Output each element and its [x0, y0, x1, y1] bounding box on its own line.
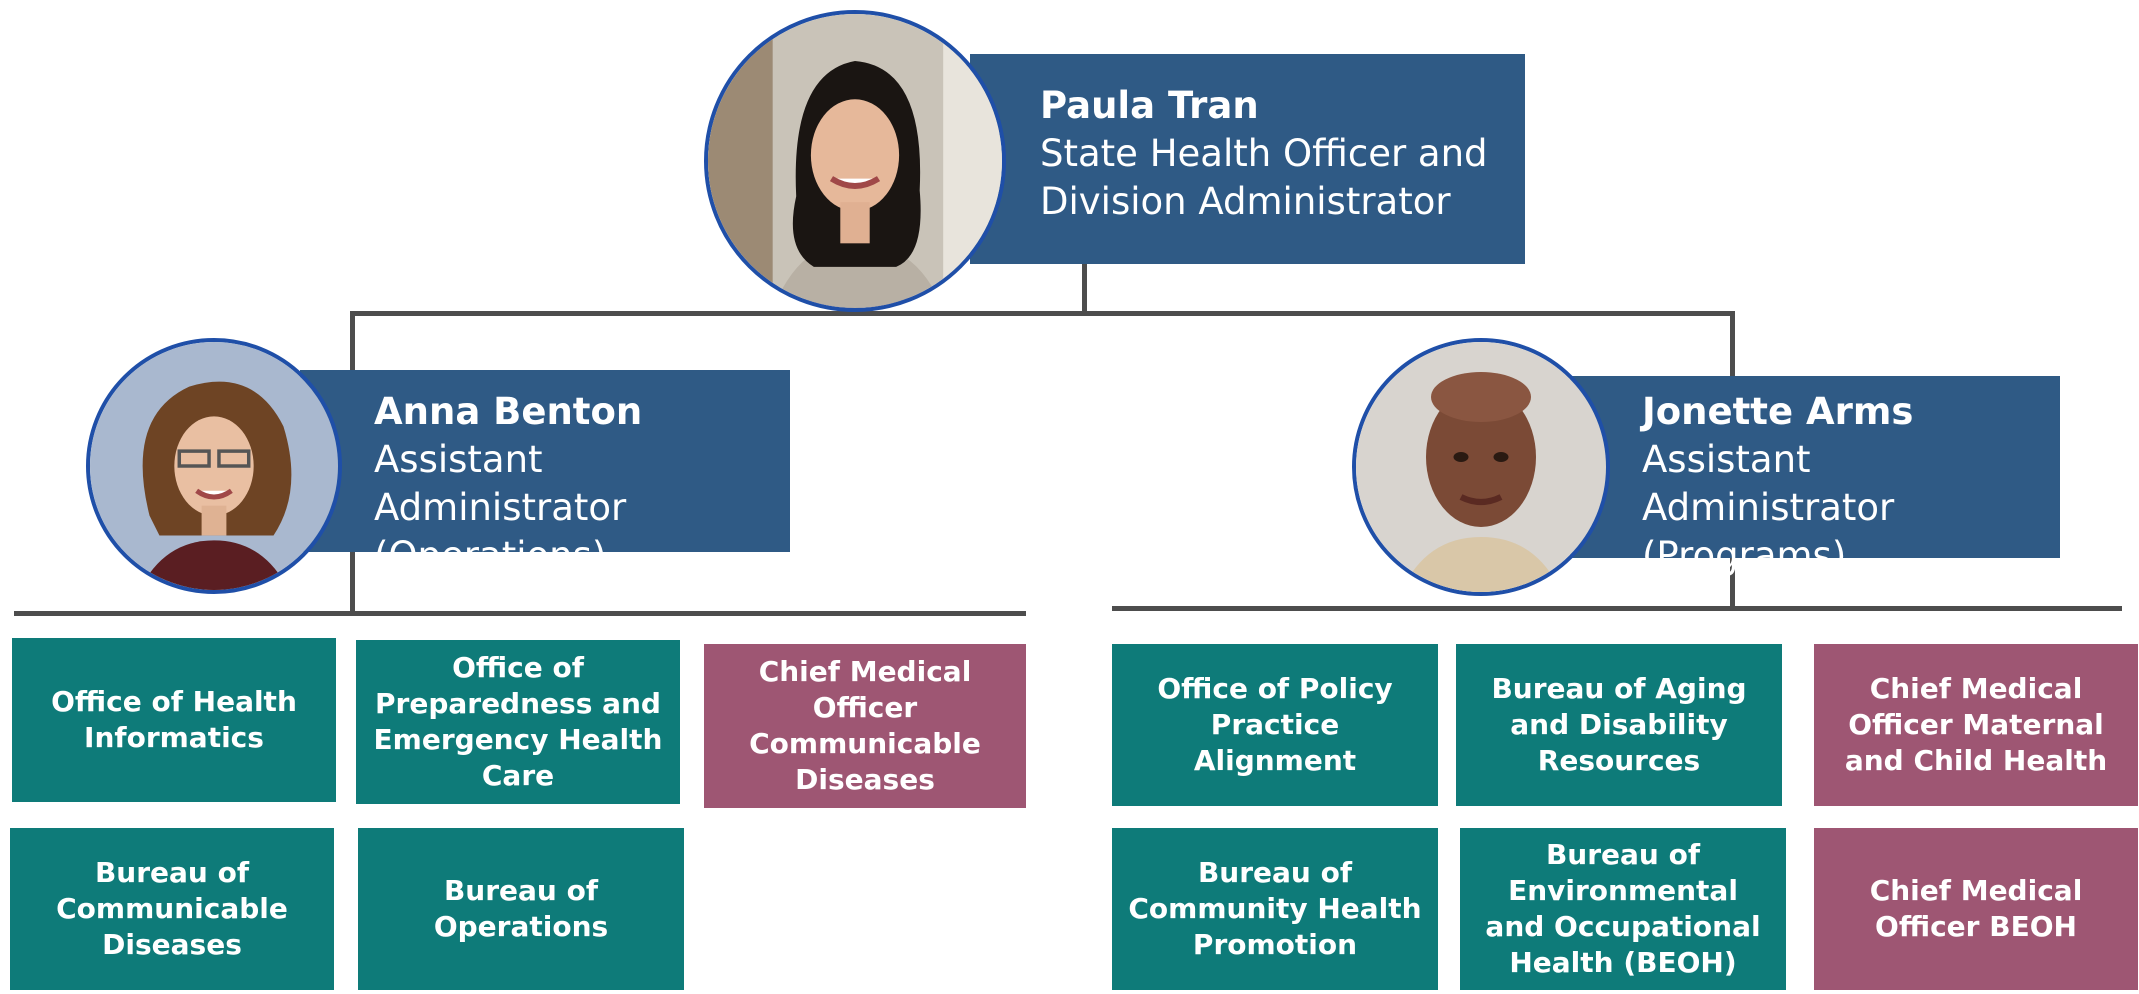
leader-title-line1: State Health Officer and [1040, 132, 1488, 175]
unit-box: Office of Preparedness and Emergency Hea… [356, 640, 680, 804]
leader-title-line2: (Programs) [1642, 534, 1847, 577]
unit-box: Bureau of Aging and Disability Resources [1456, 644, 1782, 806]
unit-box: Bureau of Operations [358, 828, 684, 990]
connector-top-stem [1082, 262, 1087, 314]
leader-card-left: Anna Benton Assistant Administrator (Ope… [300, 370, 790, 577]
unit-box: Bureau of Environmental and Occupational… [1460, 828, 1786, 990]
connector-left-stem [350, 552, 355, 614]
avatar-top [704, 10, 1006, 312]
medical-officer-box: Chief Medical Officer Communicable Disea… [704, 644, 1026, 808]
connector-right-bar [1112, 606, 2122, 611]
connector-right-stem [1730, 557, 1735, 611]
unit-box: Bureau of Communicable Diseases [10, 828, 334, 990]
leader-card-right: Jonette Arms Assistant Administrator (Pr… [1570, 376, 2060, 577]
leader-title-line2: (Operations) [374, 534, 607, 577]
leader-title-line2: Division Administrator [1040, 180, 1451, 223]
connector-left-bar [14, 611, 1026, 616]
connector-left-drop [350, 311, 355, 373]
leader-title-line1: Assistant Administrator [1642, 438, 1895, 529]
medical-officer-box: Chief Medical Officer Maternal and Child… [1814, 644, 2138, 806]
leader-title-line1: Assistant Administrator [374, 438, 627, 529]
leader-name: Anna Benton [374, 390, 643, 433]
unit-box: Bureau of Community Health Promotion [1112, 828, 1438, 990]
unit-box: Office of Health Informatics [12, 638, 336, 802]
connector-top-horizontal [352, 311, 1734, 316]
avatar-left [86, 338, 342, 594]
leader-name: Paula Tran [1040, 84, 1259, 127]
unit-box: Office of Policy Practice Alignment [1112, 644, 1438, 806]
leader-name: Jonette Arms [1642, 390, 1914, 433]
avatar-right [1352, 338, 1610, 596]
connector-right-drop [1730, 311, 1735, 379]
medical-officer-box: Chief Medical Officer BEOH [1814, 828, 2138, 990]
leader-card-top: Paula Tran State Health Officer and Divi… [970, 54, 1525, 264]
